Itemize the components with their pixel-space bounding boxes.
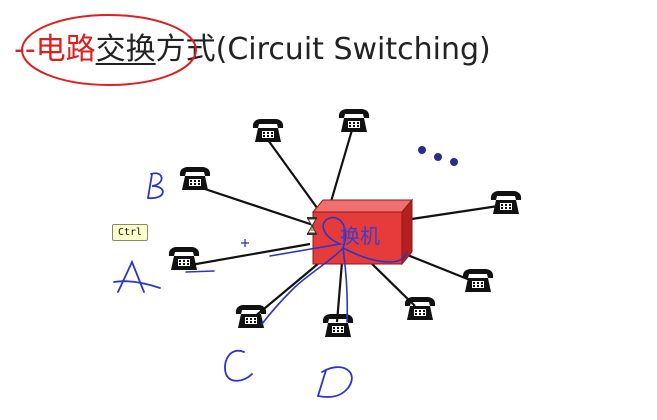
line-top-left xyxy=(267,139,321,213)
handwritten-letter-C xyxy=(224,349,253,382)
telephone-icon xyxy=(168,247,200,270)
handwritten-letter-D xyxy=(317,366,353,398)
telephone-icon xyxy=(252,119,284,142)
page-title: --电路交换方式(Circuit Switching) xyxy=(14,26,491,74)
line-top xyxy=(328,129,354,206)
connection-lines xyxy=(184,129,506,323)
ctrl-key-badge: Ctrl xyxy=(112,224,148,241)
more-dots-icon xyxy=(418,146,458,166)
line-right-top xyxy=(404,203,506,222)
title-suffix: 方式(Circuit Switching) xyxy=(155,32,491,67)
plus-sign xyxy=(241,239,249,247)
title-circle-annotation xyxy=(21,14,197,86)
line-C xyxy=(252,257,326,319)
switch-label: 换机 xyxy=(340,224,380,248)
telephone-icon xyxy=(179,167,211,190)
handwritten-letter-A xyxy=(113,259,161,293)
title-prefix: -- xyxy=(14,32,36,67)
title-highlight: 电路 xyxy=(35,32,96,67)
telephone-icon xyxy=(404,297,436,320)
handwritten-letter-B xyxy=(147,172,164,199)
hourglass-icon xyxy=(307,217,317,235)
handwritten-route-annotation xyxy=(185,216,408,325)
telephone-icon xyxy=(322,314,354,337)
title-underlined: 交换 xyxy=(95,32,156,67)
line-B xyxy=(195,184,314,227)
telephone-icon xyxy=(338,109,370,132)
telephone-icon xyxy=(462,269,494,292)
telephone-icon xyxy=(490,191,522,214)
line-A xyxy=(184,242,311,268)
line-D xyxy=(335,261,344,323)
line-bottom-right xyxy=(367,259,416,307)
